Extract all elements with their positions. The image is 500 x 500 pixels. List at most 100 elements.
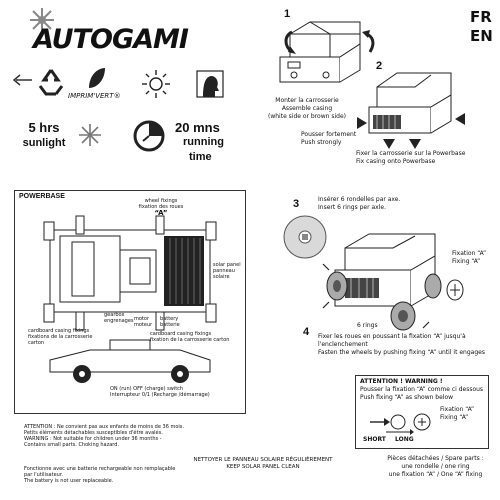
fixing-a: Fixing “A”	[452, 258, 481, 265]
step-3-caption: Insérer 6 rondelles par axe. Insert 6 ri…	[318, 196, 400, 212]
cardboard-right-1: cardboard casing fixings	[150, 331, 212, 337]
step-2-press-en: Push strongly	[301, 139, 342, 146]
solar-line-3: solaire	[213, 274, 230, 280]
motor-label: motor moteur	[134, 316, 152, 328]
powerbase-title: POWERBASE	[19, 193, 65, 200]
step-2-fix-caption: Fixer la carrosserie sur la Powerbase Fi…	[356, 150, 465, 166]
cardboard-fixings-right: cardboard casing fixings fixation de la …	[150, 331, 229, 343]
solar-panel-label: solar panel panneau solaire	[213, 262, 241, 280]
step-1-line-3: (white side or brown side)	[268, 113, 346, 120]
cardboard-left-2: fixations de la carrosserie	[28, 334, 93, 340]
star-burst-icon	[30, 8, 54, 32]
running-time: 20 mns running time	[175, 121, 224, 164]
brand-name: AUTOGAMI	[33, 24, 189, 55]
star-flash-icon	[79, 124, 101, 146]
warning-box-fixing: Fixing “A”	[440, 414, 469, 421]
step-2-fix-en: Fix casing onto Powerbase	[356, 158, 436, 165]
gearbox-label: gearbox engrenages	[104, 312, 134, 324]
switch-label: ON (run) OFF (charge) switch Interrupteu…	[110, 386, 210, 398]
running-label-1: running	[183, 136, 224, 148]
step-2-fix-fr: Fixer la carrosserie sur la Powerbase	[356, 150, 466, 157]
left-arrow-icon	[12, 74, 32, 86]
battery-warning-3: The battery is not user replaceable.	[24, 478, 114, 484]
step-1-caption: Monter la carrosserie Assemble casing (w…	[257, 97, 357, 121]
solar-line-2: panneau	[213, 268, 235, 274]
cardboard-right-2: fixation de la carrosserie carton	[150, 337, 230, 343]
warning-box-text: ATTENTION ! WARNING ! Pousser la fixatio…	[360, 378, 483, 402]
face-icon	[196, 70, 224, 98]
timer-icon	[133, 120, 165, 152]
step-3-fr: Insérer 6 rondelles par axe.	[318, 196, 401, 203]
powerbase-panel	[14, 190, 246, 414]
warning-line-1: ATTENTION : Ne convient pas aux enfants …	[24, 424, 184, 430]
step-2-press-caption: Pousser fortement Push strongly	[301, 131, 356, 147]
long-label: LONG	[395, 436, 414, 443]
step-1-casing-illustration	[279, 21, 375, 83]
step-1-number: 1	[284, 8, 291, 20]
solar-line-1: solar panel	[213, 262, 241, 268]
wheel-fixings-label: wheel fixings fixation des roues “A”	[126, 198, 196, 217]
push-fixing-illustration	[370, 413, 431, 435]
battery-warning: Fonctionne avec une batterie rechargeabl…	[24, 466, 175, 484]
sunlight-time: 5 hrs sunlight	[14, 121, 74, 150]
gearbox-en: gearbox	[104, 312, 125, 318]
language-codes: FR EN	[470, 8, 493, 46]
short-label: SHORT	[363, 436, 386, 443]
spares-title: Pièces détachées / Spare parts :	[387, 455, 484, 462]
step-4-number: 4	[303, 326, 310, 338]
powerbase-illustration	[43, 215, 217, 383]
clean-en: KEEP SOLAR PANEL CLEAN	[226, 464, 300, 470]
step-2-number: 2	[376, 60, 383, 72]
step-3-en: Insert 6 rings per axle.	[318, 204, 386, 211]
step-4-fr: Fixer les roues en poussant la fixation …	[318, 333, 466, 348]
imprimvert-label: IMPRIM'VERT®	[68, 92, 121, 100]
sunlight-time-value: 5 hrs	[28, 120, 60, 135]
warning-box-en: Push fixing “A” as shown below	[360, 394, 454, 401]
wheel-fix-en: wheel fixings	[144, 198, 178, 204]
warning-box-fixation: Fixation “A”	[440, 406, 475, 413]
spare-parts: Pièces détachées / Spare parts : une ron…	[378, 455, 493, 479]
six-rings-label: 6 rings	[357, 322, 378, 329]
warning-line-4: Contains small parts. Choking hazard.	[24, 442, 120, 448]
running-label-2: time	[189, 151, 212, 163]
fixation-a: Fixation “A”	[452, 250, 487, 257]
step-4-en: Fasten the wheels by pushing fixing “A” …	[318, 349, 485, 356]
cardboard-left-3: carton	[28, 340, 45, 346]
step-2-press-fr: Pousser fortement	[301, 131, 357, 138]
spares-ring: une rondelle / one ring	[401, 463, 470, 470]
language-en: EN	[470, 27, 493, 45]
sunlight-time-label: sunlight	[22, 137, 66, 149]
fixation-a-label: Fixation “A” Fixing “A”	[452, 250, 486, 266]
sun-icon	[142, 70, 170, 98]
gearbox-fr: engrenages	[104, 318, 134, 324]
step-4-caption: Fixer les roues en poussant la fixation …	[318, 333, 500, 357]
warning-box-fr: Pousser la fixation “A” comme ci dessous	[360, 386, 484, 393]
cardboard-fixings-left: cardboard casing fixings fixations de la…	[28, 328, 92, 346]
warning-box	[355, 375, 489, 449]
step-4-car-illustration	[322, 233, 464, 331]
motor-fr: moteur	[134, 322, 153, 328]
switch-fr: Interrupteur 0/1 (Recharge /démarrage)	[110, 392, 210, 398]
battery-warning-2: par l'utilisateur.	[24, 472, 64, 478]
clean-solar-notice: NETTOYER LE PANNEAU SOLAIRE RÉGULIÈREMEN…	[178, 457, 348, 471]
wheel-fix-fr: fixation des roues	[138, 204, 184, 210]
motor-en: motor	[134, 316, 150, 322]
warning-line-3: WARNING : Not suitable for children unde…	[24, 436, 162, 442]
battery-label: battery batterie	[160, 316, 180, 328]
running-time-value: 20 mns	[175, 120, 220, 135]
step-1-line-2: Assemble casing	[281, 105, 333, 112]
clean-fr: NETTOYER LE PANNEAU SOLAIRE RÉGULIÈREMEN…	[193, 457, 333, 463]
switch-en: ON (run) OFF (charge) switch	[110, 386, 184, 392]
ring-washer-icon	[283, 215, 327, 259]
step-3-number: 3	[293, 198, 300, 210]
warning-line-2: Petits éléments détachables susceptibles…	[24, 430, 163, 436]
battery-warning-1: Fonctionne avec une batterie rechargeabl…	[24, 466, 176, 472]
safety-warning: ATTENTION : Ne convient pas aux enfants …	[24, 424, 184, 448]
battery-fr: batterie	[160, 322, 180, 328]
step-2-fixing-illustration	[357, 72, 465, 149]
step-1-line-1: Monter la carrosserie	[275, 97, 339, 104]
recycle-icon	[38, 69, 64, 96]
cardboard-left-1: cardboard casing fixings	[28, 328, 90, 334]
leaf-icon	[89, 68, 105, 88]
warning-box-title: ATTENTION ! WARNING !	[360, 378, 443, 385]
